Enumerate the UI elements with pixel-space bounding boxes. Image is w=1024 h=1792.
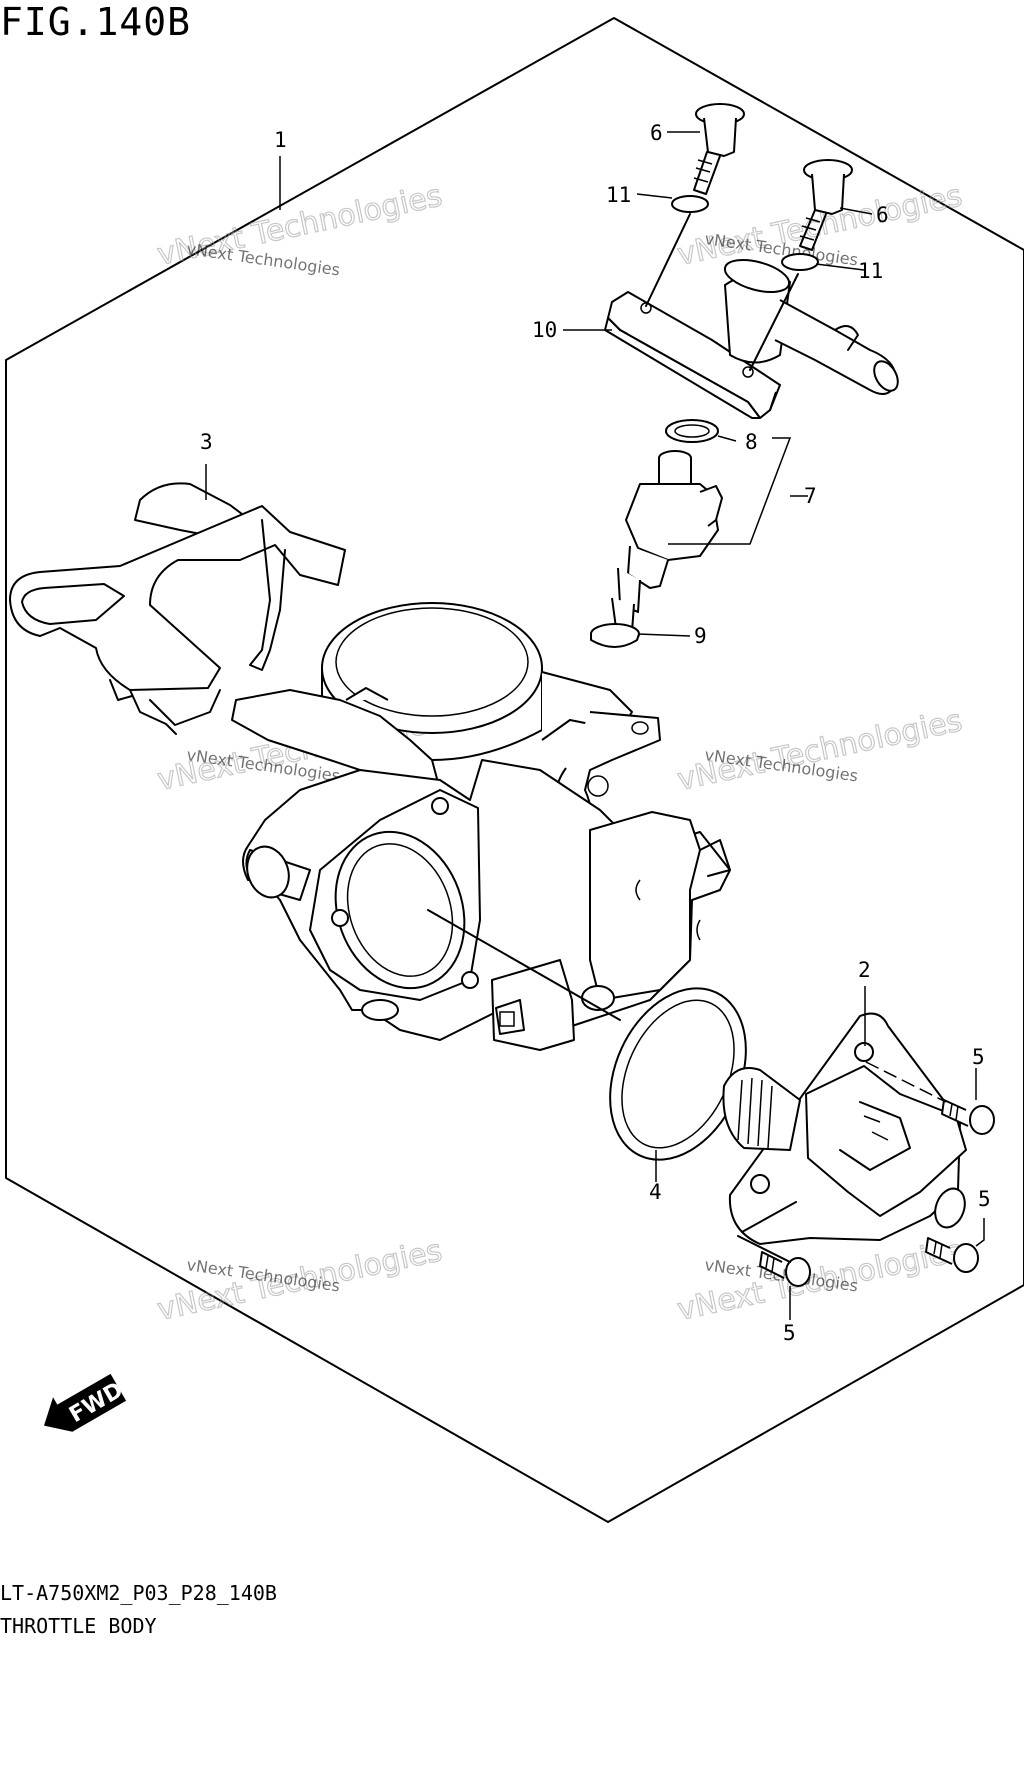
callout-5-lower-left: 5 (783, 1321, 796, 1345)
cushion-9 (590, 623, 640, 648)
leader-lines (205, 131, 985, 1320)
fuel-delivery-pipe (604, 259, 899, 419)
bolt-6-left (693, 103, 745, 195)
harness-bracket-3 (9, 482, 346, 735)
callout-10: 10 (532, 318, 557, 342)
callout-9: 9 (694, 624, 707, 648)
callout-11-right: 11 (858, 259, 883, 283)
bolt-6-right (799, 159, 853, 251)
washer-11-left (671, 195, 709, 213)
callout-3: 3 (200, 430, 213, 454)
callout-11-left: 11 (606, 183, 631, 207)
callout-2: 2 (858, 958, 871, 982)
assembly-boundary (5, 17, 1024, 1523)
fwd-arrow-icon: FWD (44, 1373, 128, 1432)
figure-code: LT-A750XM2_P03_P28_140B (0, 1581, 277, 1605)
callout-7: 7 (804, 484, 817, 508)
callout-5-upper: 5 (972, 1045, 985, 1069)
sensor-2 (722, 1012, 967, 1245)
figure-name: THROTTLE BODY (0, 1614, 157, 1638)
screw-5-lower-left (759, 1251, 811, 1287)
screw-5-lower-right (925, 1237, 979, 1273)
callout-6-right: 6 (876, 203, 889, 227)
washer-11-right (781, 253, 819, 271)
throttle-body-1 (231, 602, 731, 1051)
fuel-injector-7 (611, 450, 723, 633)
callout-1: 1 (274, 128, 287, 152)
figure-title: FIG.140B (0, 0, 192, 44)
callout-4: 4 (649, 1180, 662, 1204)
o-ring-8 (665, 419, 719, 443)
callout-8: 8 (745, 430, 758, 454)
callout-5-lower-right: 5 (978, 1187, 991, 1211)
callout-6-left: 6 (650, 121, 663, 145)
screw-5-upper (941, 1099, 995, 1135)
